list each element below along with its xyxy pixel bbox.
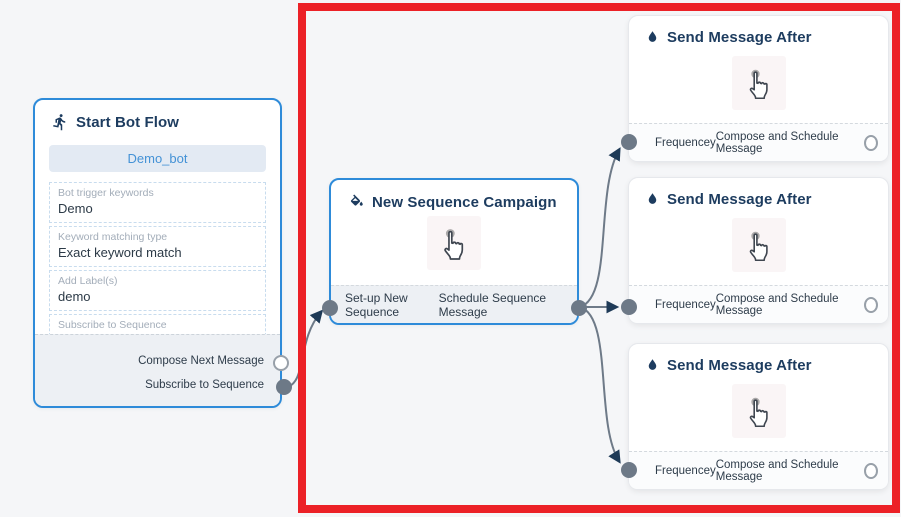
compose-next-message-label: Compose Next Message <box>138 355 264 367</box>
hand-cursor-icon[interactable] <box>731 56 786 110</box>
campaign-input-port[interactable] <box>322 300 338 316</box>
start-node-header: Start Bot Flow <box>35 100 280 139</box>
bot-name-button[interactable]: Demo_bot <box>49 145 266 172</box>
subscribe-to-sequence-label: Subscribe to Sequence <box>145 379 264 391</box>
send-node-footer: Frequencey Compose and Schedule Message <box>629 285 888 323</box>
compose-schedule-port[interactable] <box>864 462 878 479</box>
compose-schedule-label: Compose and Schedule Message <box>715 130 839 155</box>
start-node-title: Start Bot Flow <box>76 113 180 131</box>
send-message-after-node-1[interactable]: Send Message After Frequencey Compose an… <box>628 15 889 162</box>
campaign-node-header: New Sequence Campaign <box>331 180 577 219</box>
frequency-label: Frequencey <box>655 136 716 149</box>
send-message-after-node-3[interactable]: Send Message After Frequencey Compose an… <box>628 343 889 490</box>
compose-schedule-label: Compose and Schedule Message <box>715 292 839 317</box>
compose-schedule-label: Compose and Schedule Message <box>715 458 839 483</box>
campaign-node-title: New Sequence Campaign <box>372 193 557 211</box>
send-node-header: Send Message After <box>629 16 888 54</box>
start-node-footer: Compose Next Message Subscribe to Sequen… <box>35 334 280 406</box>
send-node-title: Send Message After <box>667 357 812 374</box>
hand-cursor-icon[interactable] <box>731 218 786 272</box>
new-sequence-campaign-node[interactable]: New Sequence Campaign Set-up New Sequenc… <box>329 178 579 325</box>
send-node-footer: Frequencey Compose and Schedule Message <box>629 123 888 161</box>
start-bot-flow-node[interactable]: Start Bot Flow Demo_bot Bot trigger keyw… <box>33 98 282 408</box>
hand-cursor-icon[interactable] <box>731 384 786 438</box>
walking-person-icon <box>51 113 69 131</box>
campaign-output-port[interactable] <box>571 300 587 316</box>
setup-new-sequence-label: Set-up New Sequence <box>345 290 408 319</box>
field-keyword-matching-type[interactable]: Keyword matching type Exact keyword matc… <box>49 226 266 267</box>
campaign-node-footer: Set-up New Sequence Schedule Sequence Me… <box>331 285 577 323</box>
compose-schedule-port[interactable] <box>864 134 878 151</box>
send3-frequency-port[interactable] <box>621 462 637 478</box>
send1-frequency-port[interactable] <box>621 134 637 150</box>
send-node-header: Send Message After <box>629 344 888 382</box>
frequency-label: Frequencey <box>655 298 716 311</box>
send-message-after-node-2[interactable]: Send Message After Frequencey Compose an… <box>628 177 889 324</box>
start-node-fields: Bot trigger keywords Demo Keyword matchi… <box>49 182 266 355</box>
compose-next-message-port[interactable] <box>273 355 289 371</box>
water-drop-icon <box>645 357 660 374</box>
frequency-label: Frequencey <box>655 464 716 477</box>
send-node-footer: Frequencey Compose and Schedule Message <box>629 451 888 489</box>
water-drop-icon <box>645 29 660 46</box>
send-node-title: Send Message After <box>667 191 812 208</box>
send-node-header: Send Message After <box>629 178 888 216</box>
schedule-sequence-message-label: Schedule Sequence Message <box>438 290 547 319</box>
field-add-labels[interactable]: Add Label(s) demo <box>49 270 266 311</box>
subscribe-to-sequence-port[interactable] <box>276 379 292 395</box>
hand-cursor-icon[interactable] <box>427 216 481 270</box>
send-node-title: Send Message After <box>667 29 812 46</box>
compose-schedule-port[interactable] <box>864 296 878 313</box>
send2-frequency-port[interactable] <box>621 299 637 315</box>
field-bot-trigger-keywords[interactable]: Bot trigger keywords Demo <box>49 182 266 223</box>
water-drop-icon <box>645 191 660 208</box>
paint-bucket-icon <box>347 193 365 211</box>
